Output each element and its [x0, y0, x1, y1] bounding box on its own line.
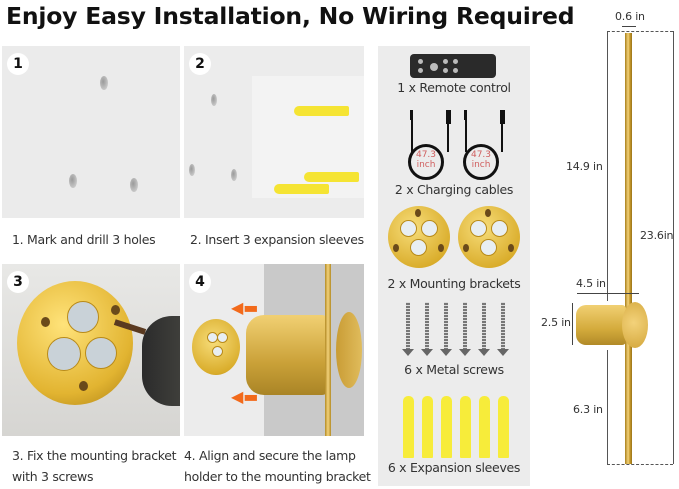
step-2-caption: 2. Insert 3 expansion sleeves: [190, 232, 364, 247]
lamp-rod: [625, 33, 632, 464]
lamp-disc: [622, 302, 648, 348]
page-title: Enjoy Easy Installation, No Wiring Requi…: [6, 2, 575, 30]
step-1-caption: 1. Mark and drill 3 holes: [12, 232, 156, 247]
dim-total-length: 23.6in: [640, 229, 674, 242]
kit-item-brackets-label: 2 x Mounting brackets: [387, 276, 521, 291]
dim-width-top: 0.6 in: [615, 10, 645, 23]
kit-item-remote-label: 1 x Remote control: [397, 80, 511, 95]
lamp-rod: [325, 264, 331, 436]
step-1-badge: 1: [7, 53, 29, 75]
lamp-holder-cylinder: [246, 315, 328, 395]
dim-holder-depth: 4.5 in: [576, 277, 606, 290]
kit-item-screws-label: 6 x Metal screws: [404, 362, 504, 377]
step-2-badge: 2: [189, 53, 211, 75]
remote-control-icon: [410, 54, 496, 78]
step-3-badge: 3: [7, 271, 29, 293]
step-1-panel: 1: [2, 46, 180, 218]
kit-contents-panel: 1 x Remote control 47.3 inch 47.3 inch 2…: [378, 46, 530, 486]
step-4-badge: 4: [189, 271, 211, 293]
step-4-panel: 4 ◀▬ ◀▬: [184, 264, 364, 436]
mounting-bracket-icon: [192, 319, 240, 375]
drill-hole: [130, 178, 138, 192]
kit-item-cables-label: 2 x Charging cables: [394, 182, 514, 197]
step-3-caption: 3. Fix the mounting bracket with 3 screw…: [12, 448, 177, 484]
expansion-sleeve: [294, 106, 349, 116]
arrow-left-icon: ◀▬: [231, 298, 259, 317]
arrow-left-icon: ◀▬: [231, 387, 259, 406]
drill-hole: [100, 76, 108, 90]
dim-holder-height: 2.5 in: [541, 316, 571, 329]
power-drill: [142, 316, 180, 406]
expansion-sleeve: [274, 184, 329, 194]
dim-upper-length: 14.9 in: [566, 160, 603, 173]
mounting-bracket-icon: [458, 206, 520, 268]
dim-lower-length: 6.3 in: [573, 403, 603, 416]
expansion-sleeve: [304, 172, 359, 182]
lamp-disc: [336, 312, 362, 388]
kit-item-sleeves-label: 6 x Expansion sleeves: [387, 460, 521, 475]
step-4-caption: 4. Align and secure the lamp holder to t…: [184, 448, 371, 484]
mounting-bracket-icon: [388, 206, 450, 268]
drill-hole: [211, 94, 217, 106]
drill-hole: [231, 169, 237, 181]
step-3-panel: 3: [2, 264, 180, 436]
lamp-holder-cylinder: [576, 305, 626, 345]
drill-hole: [69, 174, 77, 188]
step-2-panel: 2: [184, 46, 364, 218]
mounting-bracket-icon: [17, 281, 133, 405]
drill-hole: [189, 164, 195, 176]
